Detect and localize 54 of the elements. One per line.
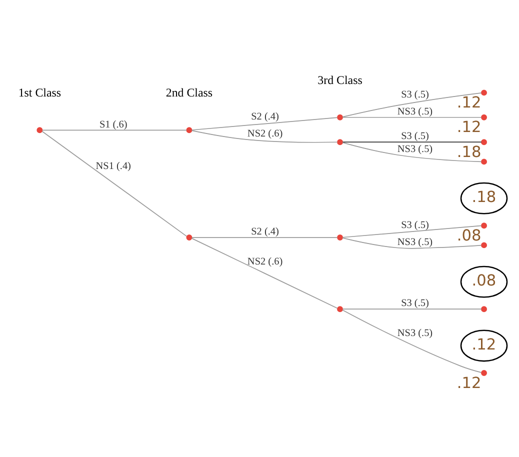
node-circle — [481, 114, 487, 120]
edge-label: S3 (.5) — [401, 88, 429, 100]
node-ellipse: .12 — [460, 329, 508, 362]
node-label: .12 — [456, 373, 482, 392]
node-label: .12 — [456, 118, 482, 136]
edge-label: NS2 (.6) — [247, 256, 283, 267]
node-circle — [481, 222, 487, 228]
node-circle — [481, 138, 487, 145]
connector — [191, 237, 338, 308]
connector — [342, 309, 482, 372]
edge-label: S2 (.4) — [251, 111, 279, 122]
node-circle — [186, 126, 192, 133]
edge-label: S3 (.5) — [401, 219, 429, 230]
node-label: .08 — [456, 226, 482, 244]
node-circle — [481, 306, 487, 312]
connector — [342, 308, 482, 310]
node-circle — [481, 242, 487, 248]
edge-label: S1 (.6) — [99, 118, 128, 130]
node-ellipse: .18 — [460, 182, 508, 214]
label: 1st Class — [18, 85, 62, 100]
edge-label: S3 (.5) — [401, 130, 429, 142]
edge-label: NS2 (.6) — [247, 128, 283, 140]
edge-label: S2 (.4) — [251, 226, 279, 238]
connector — [192, 236, 338, 238]
node-circle — [337, 234, 343, 240]
connector — [191, 130, 338, 142]
connector — [342, 142, 482, 162]
connector — [342, 116, 482, 118]
node-circle — [36, 126, 43, 133]
connector — [342, 237, 482, 248]
node-label: .18 — [456, 142, 482, 160]
label: 3rd Class — [318, 72, 362, 86]
edge-label: NS3 (.5) — [397, 143, 433, 154]
label: 2nd Class — [166, 85, 213, 100]
node-circle — [481, 89, 487, 96]
connector — [42, 130, 187, 236]
connector — [42, 129, 187, 130]
connector — [342, 92, 482, 117]
connector — [342, 141, 482, 142]
edge-label: S3 (.5) — [401, 298, 429, 309]
connector — [192, 116, 338, 130]
node-circle — [481, 158, 487, 164]
edge-label: NS3 (.5) — [397, 236, 433, 248]
node-circle — [186, 234, 192, 240]
node-ellipse: .08 — [460, 265, 508, 298]
node-label: .12 — [456, 93, 482, 111]
connector — [342, 224, 482, 238]
edge-label: NS3 (.5) — [397, 106, 433, 117]
node-circle — [337, 114, 343, 120]
edge-label: NS1 (.4) — [96, 160, 131, 172]
node-circle — [337, 138, 343, 145]
node-circle — [337, 306, 343, 312]
edge-label: NS3 (.5) — [397, 328, 433, 339]
node-circle — [481, 370, 487, 376]
